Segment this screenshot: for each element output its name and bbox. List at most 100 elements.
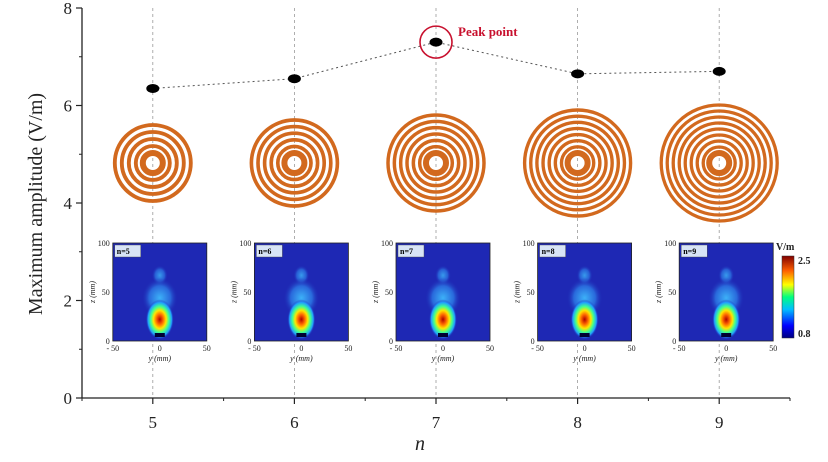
inset-x-tick-0: - 50 bbox=[248, 344, 261, 353]
ring bbox=[269, 137, 320, 189]
ring-illustration-n6 bbox=[249, 118, 340, 208]
ring bbox=[392, 119, 480, 207]
y-tick-label-6: 6 bbox=[64, 97, 73, 116]
inset-x-tick-0: - 50 bbox=[673, 344, 686, 353]
x-tick-label-8: 8 bbox=[573, 413, 582, 432]
inset-source bbox=[579, 333, 590, 337]
ring bbox=[695, 139, 743, 187]
inset-x-tick-2: 50 bbox=[628, 344, 636, 353]
inset-x-label: y (mm) bbox=[148, 354, 172, 363]
data-point-n9 bbox=[712, 66, 726, 76]
inset-badge-bg bbox=[114, 244, 142, 258]
inset-x-label: y (mm) bbox=[431, 354, 455, 363]
ring bbox=[256, 124, 333, 202]
inset-y-tick-0: 0 bbox=[247, 337, 251, 346]
ring bbox=[689, 133, 749, 193]
inset-source bbox=[438, 333, 448, 337]
inset-x-tick-1: 0 bbox=[583, 344, 587, 353]
amplitude-series bbox=[146, 37, 726, 93]
ring bbox=[564, 150, 591, 176]
peak-annotation: Peak point bbox=[419, 24, 518, 59]
inset-x-tick-1: 0 bbox=[299, 344, 303, 353]
inset-hotspot bbox=[429, 299, 457, 340]
inset-badge-bg bbox=[397, 244, 425, 258]
inset-x-tick-2: 50 bbox=[769, 344, 777, 353]
ring-illustrations bbox=[112, 103, 779, 223]
inset-y-label: z (mm) bbox=[88, 281, 97, 304]
data-point-n7 bbox=[429, 37, 443, 47]
inset-y-tick-50: 50 bbox=[243, 288, 251, 297]
inset-hotspot bbox=[712, 299, 741, 340]
y-tick-label-8: 8 bbox=[64, 0, 73, 18]
peak-circle bbox=[419, 25, 453, 59]
inset-y-tick-0: 0 bbox=[389, 337, 393, 346]
ring bbox=[706, 150, 733, 176]
inset-y-tick-100: 100 bbox=[523, 239, 535, 248]
inset-x-label: y (mm) bbox=[572, 354, 596, 363]
ring bbox=[665, 109, 773, 217]
inset-y-tick-100: 100 bbox=[98, 239, 110, 248]
inset-y-tick-0: 0 bbox=[106, 337, 110, 346]
colorbar-max-label: 2.5 bbox=[798, 256, 811, 267]
inset-y-label: z (mm) bbox=[513, 281, 522, 304]
inset-x-tick-0: - 50 bbox=[390, 344, 403, 353]
inset-y-tick-50: 50 bbox=[385, 288, 393, 297]
peak-label: Peak point bbox=[458, 24, 518, 39]
inset-y-label: z (mm) bbox=[229, 281, 238, 304]
ring bbox=[547, 132, 608, 194]
x-tick-label-7: 7 bbox=[432, 413, 441, 432]
inset-badge-bg bbox=[681, 244, 708, 258]
inset-badge-label: n=7 bbox=[400, 247, 413, 256]
ring bbox=[126, 137, 179, 189]
series-line bbox=[152, 41, 720, 89]
ring bbox=[683, 127, 755, 199]
inset-badge-label: n=5 bbox=[117, 247, 130, 256]
x-tick-label-6: 6 bbox=[290, 413, 299, 432]
inset-badge-label: n=9 bbox=[683, 247, 696, 256]
data-point-n5 bbox=[146, 83, 160, 93]
y-tick-label-2: 2 bbox=[64, 292, 73, 311]
colorbar-gradient bbox=[781, 255, 795, 339]
inset-source bbox=[296, 333, 307, 337]
ring-illustration-n7 bbox=[386, 113, 486, 213]
inset-x-label: y (mm) bbox=[714, 354, 738, 363]
ring bbox=[119, 130, 186, 196]
y-axis-title: Maximum amplitude (V/m) bbox=[25, 93, 47, 315]
ring bbox=[541, 126, 614, 200]
inset-x-tick-2: 50 bbox=[344, 344, 352, 353]
y-tick-label-4: 4 bbox=[64, 194, 73, 213]
inset-source bbox=[721, 333, 732, 337]
inset-badge-bg bbox=[539, 244, 566, 258]
ring bbox=[553, 139, 602, 187]
ring-illustration-n9 bbox=[659, 103, 779, 223]
ring bbox=[405, 132, 467, 194]
ring bbox=[535, 120, 621, 206]
inset-hotspot bbox=[287, 299, 316, 340]
colorbar-min-label: 0.8 bbox=[798, 329, 811, 340]
inset-x-tick-2: 50 bbox=[486, 344, 494, 353]
inset-badge-label: n=6 bbox=[258, 247, 271, 256]
inset-x-tick-1: 0 bbox=[724, 344, 728, 353]
ring bbox=[133, 144, 172, 182]
colorbar: V/m 2.5 0.8 bbox=[776, 242, 811, 340]
inset-y-tick-100: 100 bbox=[664, 239, 676, 248]
y-tick-label-0: 0 bbox=[64, 389, 73, 408]
ring bbox=[281, 150, 308, 176]
colorbar-unit: V/m bbox=[776, 242, 795, 253]
inset-y-tick-50: 50 bbox=[102, 288, 110, 297]
inset-y-label: z (mm) bbox=[371, 281, 380, 304]
y-axis-ticks: 0 2 4 6 8 bbox=[64, 0, 82, 408]
ring bbox=[423, 150, 449, 176]
inset-x-tick-0: - 50 bbox=[106, 344, 119, 353]
data-point-n6 bbox=[287, 74, 301, 84]
inset-x-label: y (mm) bbox=[289, 354, 313, 363]
ring bbox=[677, 121, 761, 205]
inset-x-tick-2: 50 bbox=[203, 344, 211, 353]
data-point-n8 bbox=[571, 69, 585, 79]
ring bbox=[411, 138, 461, 188]
